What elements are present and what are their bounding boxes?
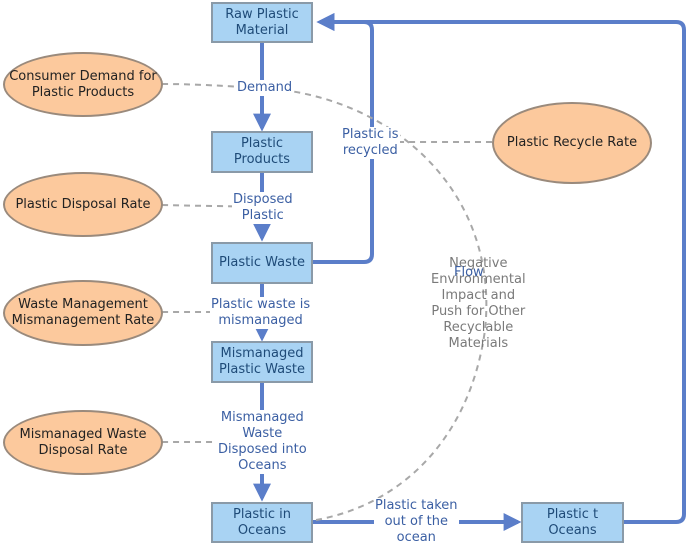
flow-label: Flow	[454, 265, 484, 280]
plastic-recycle-rate[interactable]: Plastic Recycle Rate	[492, 102, 652, 184]
return-loop-flow-arrow	[316, 13, 686, 524]
plastic-disposal-rate[interactable]: Plastic Disposal Rate	[3, 172, 163, 237]
stock-label: Plastic Waste	[218, 255, 306, 270]
environmental-feedback-link	[259, 83, 488, 521]
rate-label: Plastic Recycle Rate	[506, 135, 638, 150]
demand-flow-label: Demand	[236, 80, 294, 96]
plastic-waste-stock[interactable]: Plastic Waste	[211, 242, 313, 284]
rate-label: Plastic Disposal Rate	[15, 196, 151, 212]
